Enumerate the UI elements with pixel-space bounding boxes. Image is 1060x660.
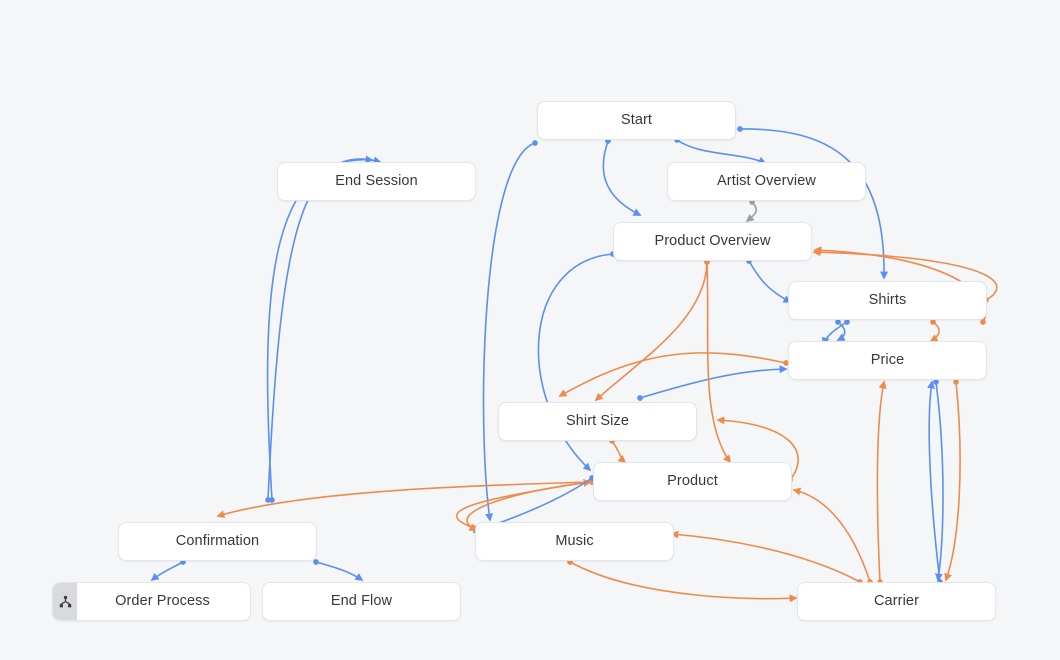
node-label-product_overview: Product Overview (654, 233, 771, 250)
node-confirmation[interactable]: Confirmation (118, 522, 317, 561)
node-end_session[interactable]: End Session (277, 162, 476, 201)
node-product[interactable]: Product (593, 462, 792, 501)
node-label-product: Product (667, 473, 718, 490)
node-label-shirt_size: Shirt Size (565, 413, 630, 430)
node-label-start: Start (620, 112, 653, 129)
node-carrier[interactable]: Carrier (797, 582, 996, 621)
sitemap-icon (53, 583, 77, 620)
node-label-artist_overview: Artist Overview (717, 173, 816, 190)
node-label-confirmation: Confirmation (175, 533, 260, 550)
node-label-price: Price (870, 352, 905, 369)
node-label-end_flow: End Flow (330, 593, 393, 610)
node-label-order_process: Order Process (115, 593, 210, 610)
node-label-end_session: End Session (335, 173, 418, 190)
node-label-carrier: Carrier (873, 593, 919, 610)
node-label-shirts: Shirts (868, 292, 907, 309)
node-label-music: Music (555, 533, 594, 550)
node-price[interactable]: Price (788, 341, 987, 380)
node-music[interactable]: Music (475, 522, 674, 561)
node-product_overview[interactable]: Product Overview (613, 222, 812, 261)
node-artist_overview[interactable]: Artist Overview (667, 162, 866, 201)
node-order_process[interactable]: Order Process (52, 582, 251, 621)
node-shirt_size[interactable]: Shirt Size (498, 402, 697, 441)
node-start[interactable]: Start (537, 101, 736, 140)
node-shirts[interactable]: Shirts (788, 281, 987, 320)
node-end_flow[interactable]: End Flow (262, 582, 461, 621)
